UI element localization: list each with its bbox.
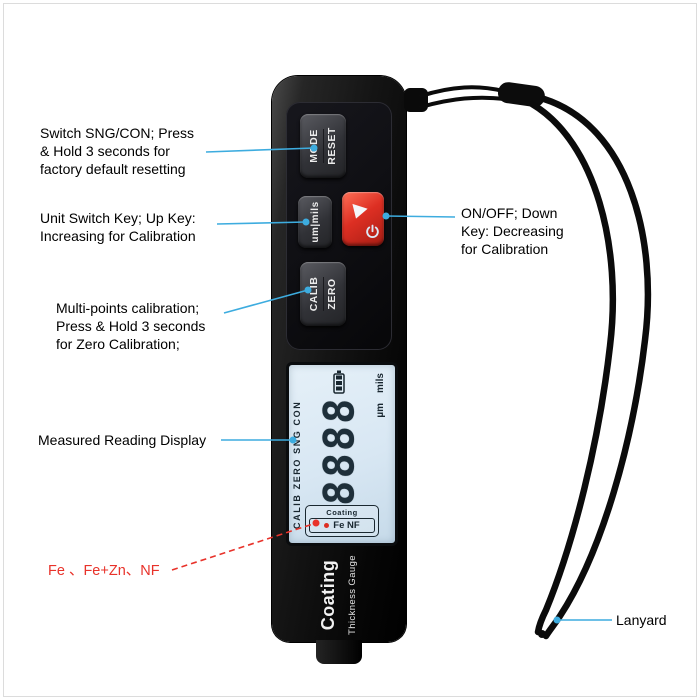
lcd-status-text: CALIB ZERO SNG CON (292, 400, 302, 529)
mode-reset-button: MODE RESET (300, 114, 346, 178)
brand-name: Coating (318, 559, 338, 631)
callout-text: factory default resetting (40, 161, 186, 177)
zero-label: ZERO (325, 278, 338, 310)
lcd-units: µm mils (375, 373, 386, 418)
callout-text: Press & Hold 3 seconds (56, 318, 206, 334)
probe-tip (316, 640, 362, 664)
callout-text: Measured Reading Display (38, 432, 207, 448)
material-indicator: Coating Fe NF (305, 505, 379, 537)
power-icon (366, 224, 379, 239)
callout-text: Multi-points calibration; (56, 300, 200, 316)
gauge-device: MODE RESET um|mils CALIB ZERO CALIB ZERO (272, 76, 428, 664)
callout-text: Fe 、Fe+Zn、NF (48, 563, 160, 579)
lanyard-attachment (404, 88, 428, 112)
callout-materials: Fe 、Fe+Zn、NF (48, 562, 160, 580)
callout-lanyard: Lanyard (616, 611, 667, 629)
material-indicator-dot (324, 523, 330, 528)
power-button (342, 192, 384, 246)
unit-switch-button: um|mils (298, 196, 332, 248)
callout-power: ON/OFF; Down Key: Decreasing for Calibra… (461, 204, 564, 258)
unit-button-label: um|mils (309, 201, 321, 243)
calib-zero-button: CALIB ZERO (300, 262, 346, 326)
brand-subtitle: Thickness Gauge (347, 555, 358, 635)
lcd-rotated-content: CALIB ZERO SNG CON 8888 µm mils (290, 368, 388, 534)
lcd-unit-mils: mils (375, 373, 386, 394)
lcd-display: CALIB ZERO SNG CON 8888 µm mils Coating … (286, 362, 398, 546)
reset-label: RESET (325, 127, 338, 165)
callout-text: for Calibration (461, 241, 549, 257)
callout-text: Lanyard (616, 612, 667, 628)
button-panel: MODE RESET um|mils CALIB ZERO (286, 102, 392, 350)
callout-text: Switch SNG/CON; Press (40, 125, 195, 141)
callout-calibration: Multi-points calibration; Press & Hold 3… (56, 299, 205, 353)
callout-text: Key: Decreasing (461, 223, 564, 239)
callout-text: Unit Switch Key; Up Key: (40, 210, 196, 226)
callout-text: for Zero Calibration; (56, 336, 180, 352)
battery-icon (333, 370, 345, 394)
image-border (3, 3, 697, 697)
mode-label: MODE (306, 129, 324, 163)
calib-label: CALIB (306, 276, 324, 312)
callout-mode-reset: Switch SNG/CON; Press & Hold 3 seconds f… (40, 124, 194, 178)
lcd-unit-um: µm (375, 403, 386, 418)
callout-text: ON/OFF; Down (461, 205, 558, 221)
callout-text: & Hold 3 seconds for (40, 143, 170, 159)
down-arrow-icon (348, 203, 368, 222)
material-indicator-value: Fe NF (333, 520, 360, 531)
callout-display: Measured Reading Display (38, 431, 206, 449)
callout-text: Increasing for Calibration (40, 228, 196, 244)
callout-unit-switch: Unit Switch Key; Up Key: Increasing for … (40, 209, 196, 245)
material-indicator-title: Coating (326, 508, 358, 517)
